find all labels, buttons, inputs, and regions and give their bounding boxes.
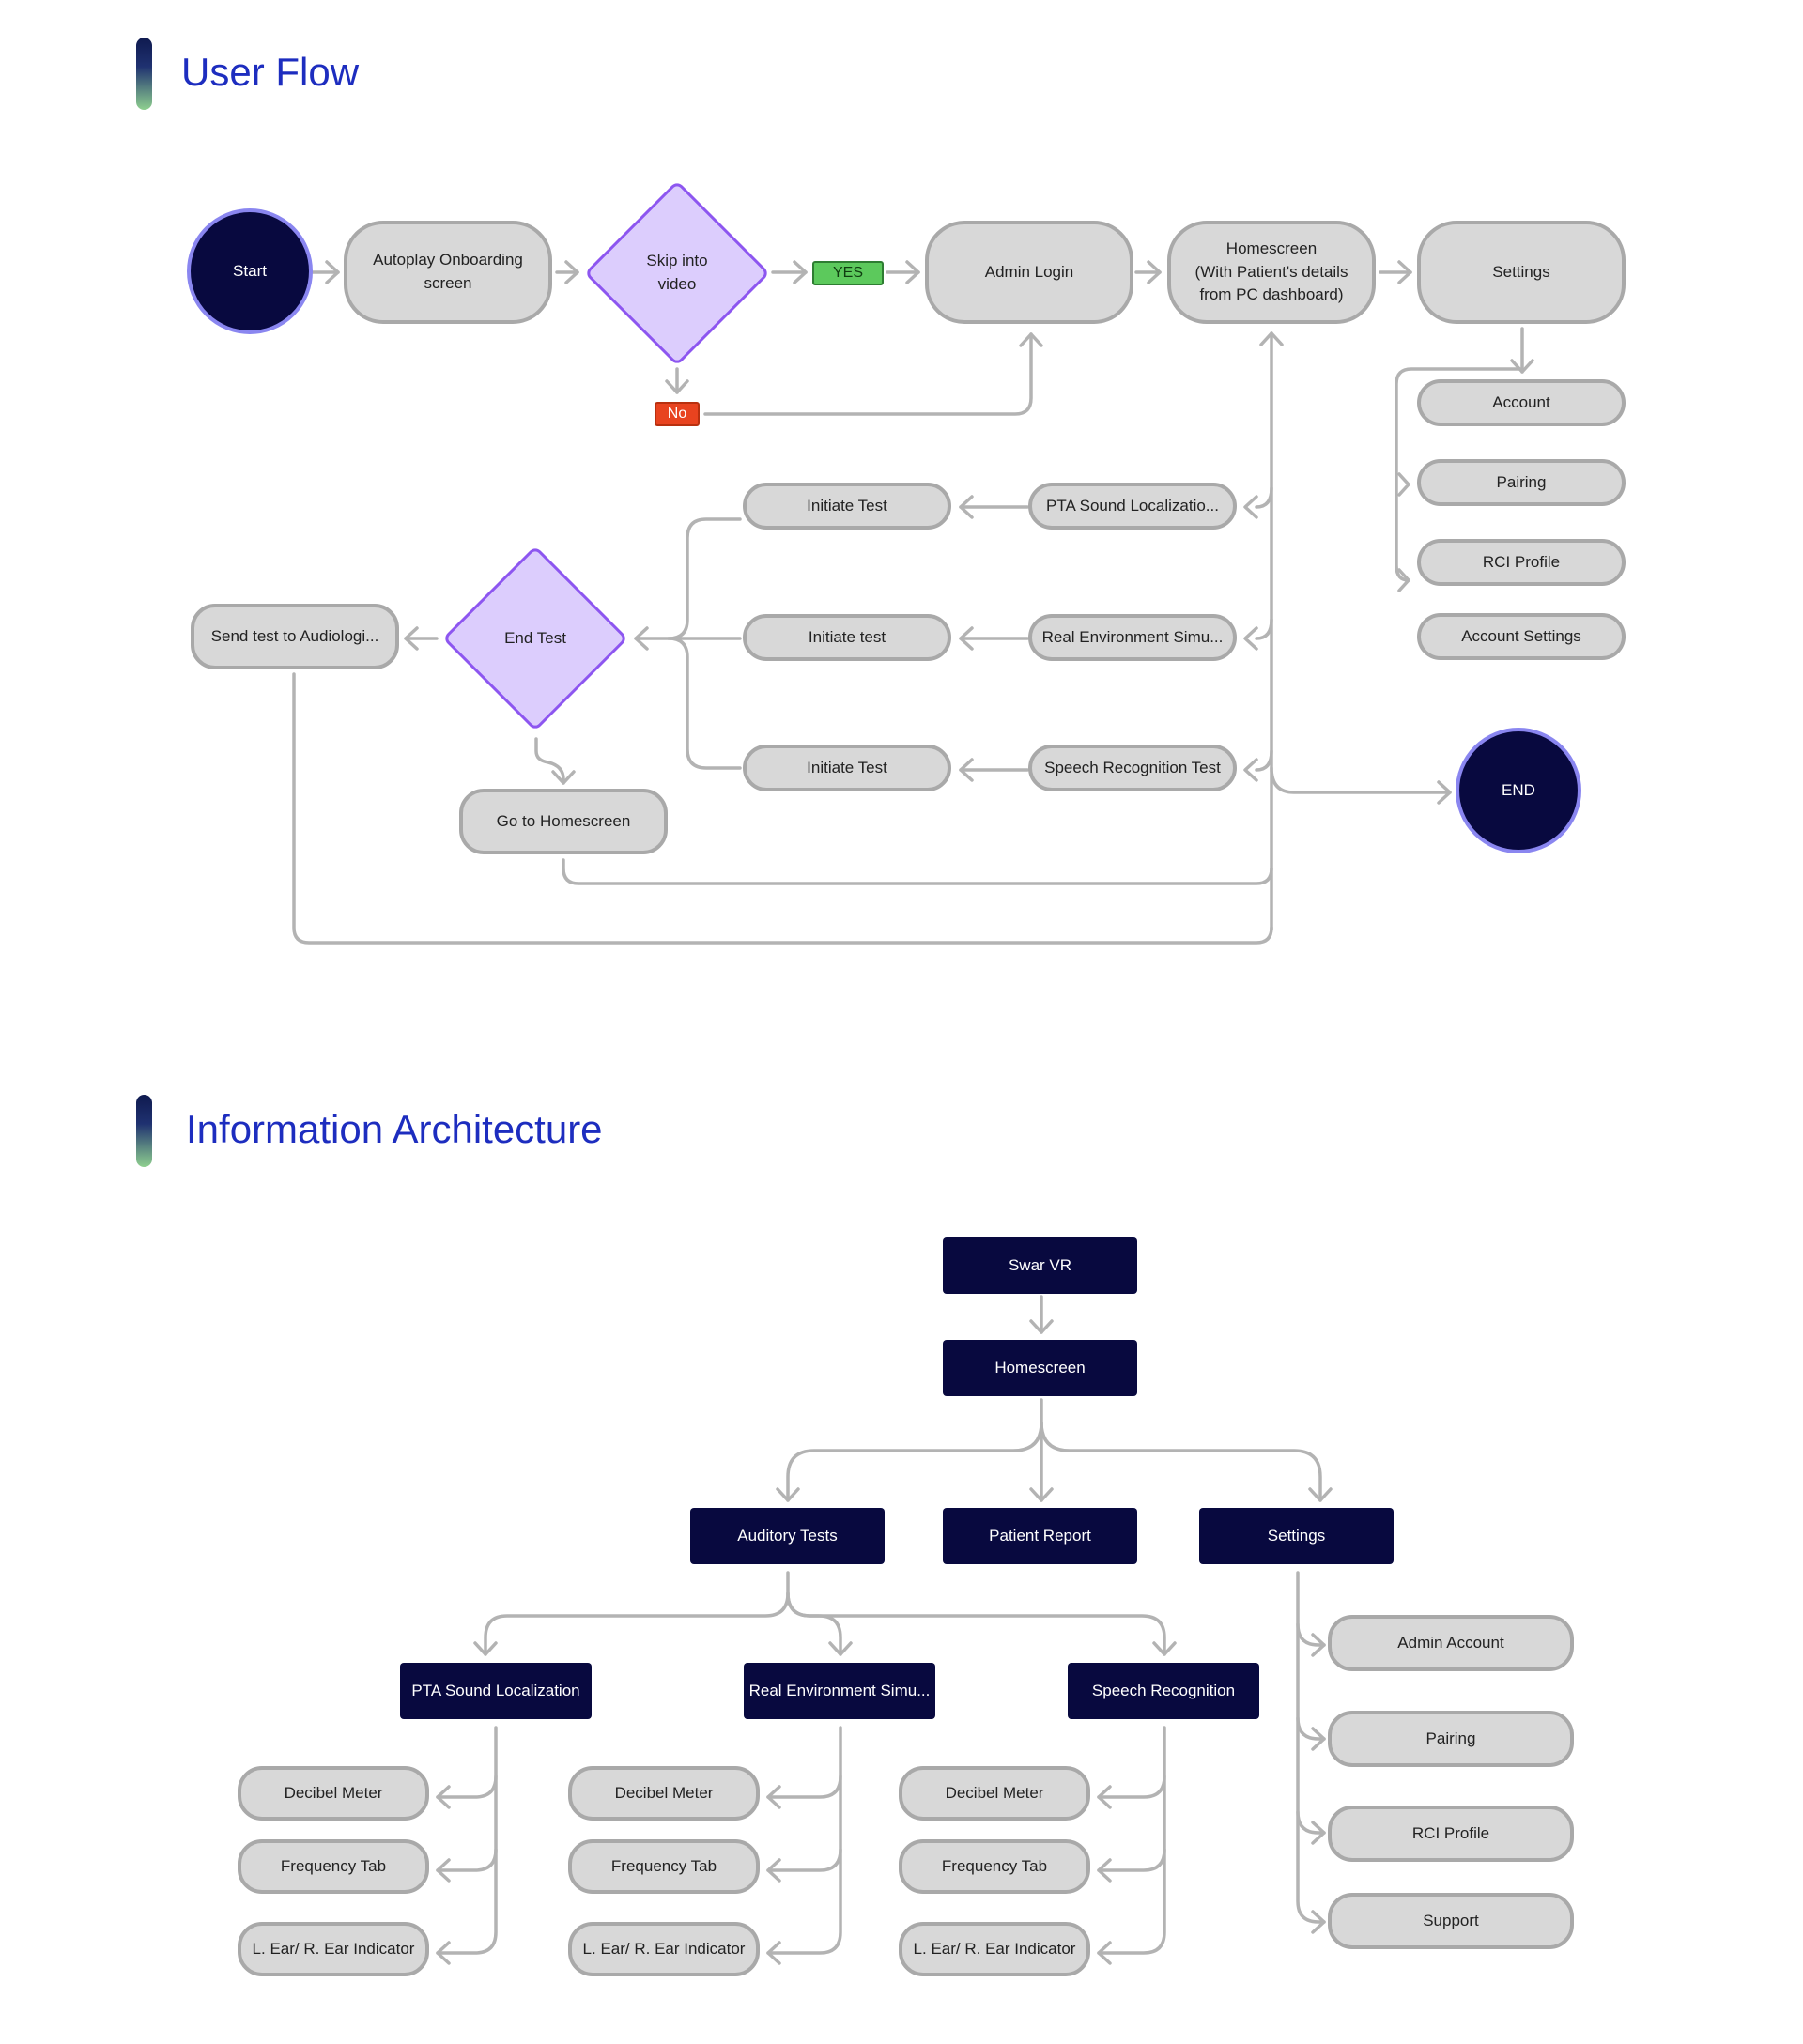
- go-to-homescreen-node: Go to Homescreen: [459, 789, 668, 854]
- initiate-test-speech: Initiate Test: [743, 745, 951, 791]
- connector-trunk-speech: [1255, 749, 1273, 772]
- settings-item-pairing: Pairing: [1417, 459, 1626, 506]
- ia-connector-tests-branch: [484, 1571, 790, 1656]
- yes-badge: YES: [812, 261, 884, 285]
- ia-auditory-tests-node: Auditory Tests: [690, 1508, 885, 1564]
- end-test-label: End Test: [504, 628, 566, 647]
- ia-pta-ear-indicator: L. Ear/ R. Ear Indicator: [238, 1922, 429, 1976]
- ia-connector-pta-children: [436, 1726, 498, 1799]
- connector-trunk-real: [1255, 618, 1273, 640]
- no-badge: No: [655, 402, 700, 426]
- settings-item-account: Account: [1417, 379, 1626, 426]
- ia-patient-report-node: Patient Report: [943, 1508, 1137, 1564]
- ia-accent-bar: [136, 1095, 152, 1167]
- settings-item-account-settings: Account Settings: [1417, 613, 1626, 660]
- initiate-test-pta: Initiate Test: [743, 483, 951, 530]
- ia-real-env-node: Real Environment Simu...: [744, 1663, 935, 1719]
- ia-pta-frequency-tab: Frequency Tab: [238, 1839, 429, 1894]
- ia-pta-decibel-meter: Decibel Meter: [238, 1766, 429, 1821]
- connector-settings-rail: [1395, 367, 1524, 582]
- ia-title: Information Architecture: [186, 1107, 603, 1151]
- ia-settings-support: Support: [1328, 1893, 1574, 1949]
- ia-homescreen-node: Homescreen: [943, 1340, 1137, 1396]
- connector-endtest-gohome: [534, 737, 565, 785]
- connector-send-trunk: [292, 672, 1273, 945]
- pta-test-node: PTA Sound Localizatio...: [1028, 483, 1237, 530]
- connector-gohome-trunk: [562, 858, 1273, 885]
- ia-speech-ear-indicator: L. Ear/ R. Ear Indicator: [899, 1922, 1090, 1976]
- connector-trunk-pta: [1255, 486, 1273, 509]
- ia-real-frequency-tab: Frequency Tab: [568, 1839, 760, 1894]
- ia-speech-decibel-meter: Decibel Meter: [899, 1766, 1090, 1821]
- ia-speech-node: Speech Recognition: [1068, 1663, 1259, 1719]
- skip-decision-label: Skip into video: [646, 252, 708, 293]
- initiate-test-real-env: Initiate test: [743, 614, 951, 661]
- ia-real-ear-indicator: L. Ear/ R. Ear Indicator: [568, 1922, 760, 1976]
- send-test-node: Send test to Audiologi...: [191, 604, 399, 669]
- connector-initiate-bracket: [634, 517, 742, 640]
- onboarding-node: Autoplay Onboarding screen: [344, 221, 552, 324]
- ia-pta-node: PTA Sound Localization: [400, 1663, 592, 1719]
- settings-item-rci-profile: RCI Profile: [1417, 539, 1626, 586]
- connector-trunk-end: [1270, 766, 1452, 794]
- start-node: Start: [187, 208, 313, 334]
- ia-speech-frequency-tab: Frequency Tab: [899, 1839, 1090, 1894]
- speech-test-node: Speech Recognition Test: [1028, 745, 1237, 791]
- ia-settings-rci-profile: RCI Profile: [1328, 1806, 1574, 1862]
- homescreen-node: Homescreen (With Patient's details from …: [1167, 221, 1376, 324]
- ia-settings-pairing: Pairing: [1328, 1711, 1574, 1767]
- ia-connector-settings-children: [1296, 1571, 1326, 1647]
- ia-settings-node: Settings: [1199, 1508, 1394, 1564]
- ia-real-decibel-meter: Decibel Meter: [568, 1766, 760, 1821]
- ia-connector-home-branch: [786, 1398, 1043, 1502]
- settings-node: Settings: [1417, 221, 1626, 324]
- user-flow-title: User Flow: [181, 50, 360, 94]
- ia-settings-admin-account: Admin Account: [1328, 1615, 1574, 1671]
- end-node: END: [1456, 728, 1581, 853]
- real-env-test-node: Real Environment Simu...: [1028, 614, 1237, 661]
- admin-login-node: Admin Login: [925, 221, 1133, 324]
- ia-root-node: Swar VR: [943, 1237, 1137, 1294]
- user-flow-accent-bar: [136, 38, 152, 110]
- connector-no-login: [703, 332, 1033, 416]
